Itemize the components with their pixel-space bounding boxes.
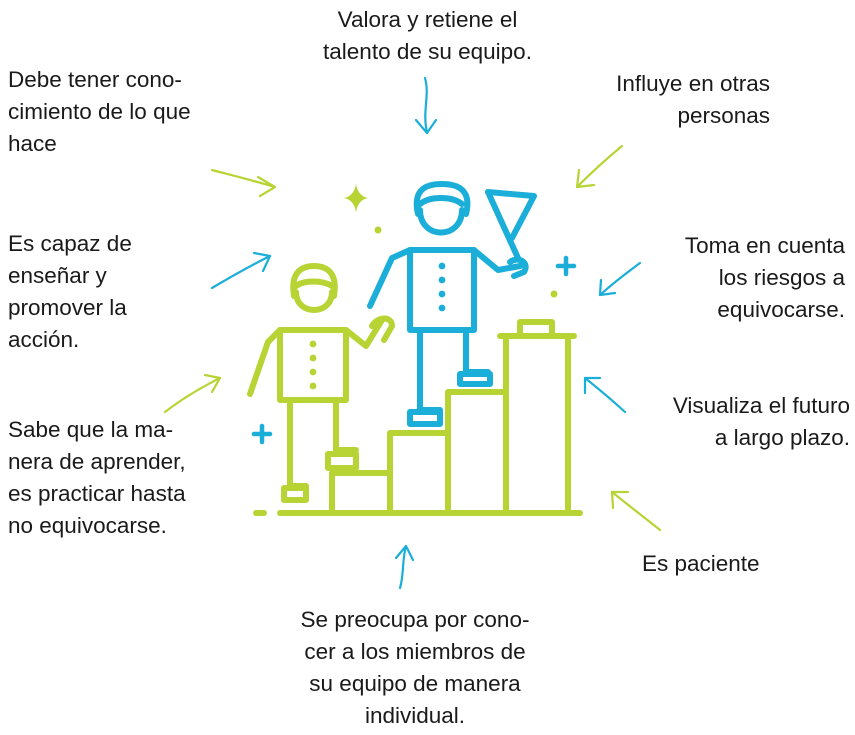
arrow-bottom-icon [394,544,415,590]
arrow-bottom-right-icon [610,490,662,532]
plus-icon [251,423,273,445]
flag-icon [485,189,537,261]
label-bottom-left: Sabe que la ma- nera de aprender, es pra… [8,417,186,538]
arrows [163,76,662,590]
button-dots [438,262,446,312]
label-mid-left: Es capaz de enseñar y promover la acción… [8,231,132,352]
label-right: Visualiza el futuro a largo plazo. [672,393,850,450]
label-mid-right: Toma en cuenta los riesgos a equivocarse… [684,233,845,322]
button-dots [309,340,317,390]
label-top: Valora y retiene el talento de su equipo… [323,7,532,64]
leader-figure-icon [367,181,529,427]
arrow-left-icon [163,373,222,414]
sparkle-icon [344,184,368,212]
label-bottom: Se preocupa por cono- cer a los miembros… [300,607,530,728]
arrow-mid-left-icon [210,251,272,290]
label-top-right: Influye en otras personas [616,71,770,128]
plus-icon [555,255,577,277]
stairs-icon [253,319,583,516]
label-bottom-right: Es paciente [642,551,760,576]
arrow-top-icon [414,76,438,135]
dot-icon [374,226,382,234]
dot-icon [550,290,558,298]
arrow-top-left-icon [210,168,277,198]
arrow-right-icon [583,376,627,414]
arrow-top-right-icon [575,144,624,189]
arrow-mid-right-icon [598,261,642,297]
label-top-left: Debe tener cono- cimiento de lo que hace [8,67,191,156]
follower-figure-icon [247,263,395,503]
